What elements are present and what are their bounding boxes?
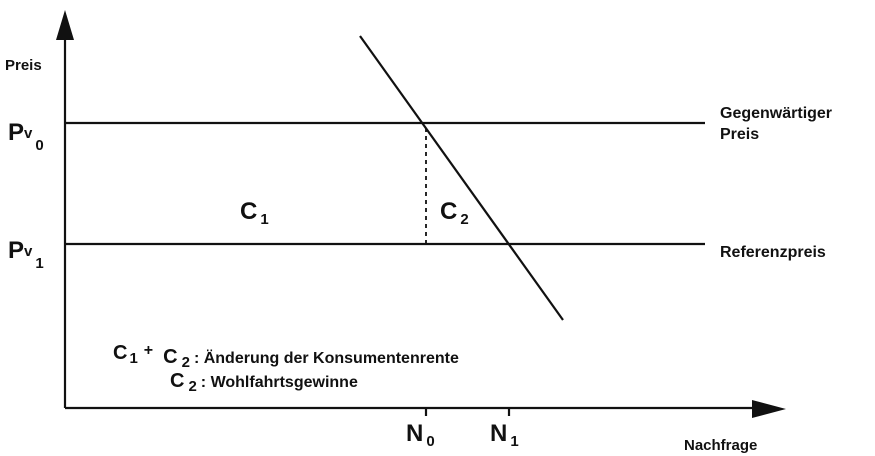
current-price-label-line2: Preis <box>720 126 759 143</box>
x-axis-label: Nachfrage <box>684 437 757 454</box>
y-axis-label: Preis <box>5 57 42 74</box>
y-axis-arrow <box>56 10 74 40</box>
x-axis-arrow <box>752 400 786 418</box>
pv1-label: Pv1 <box>8 237 44 272</box>
demand-curve <box>359 35 564 321</box>
pv0-label: Pv0 <box>8 119 44 154</box>
reference-price-label: Referenzpreis <box>720 244 826 261</box>
current-price-label-line1: Gegenwärtiger <box>720 105 832 122</box>
